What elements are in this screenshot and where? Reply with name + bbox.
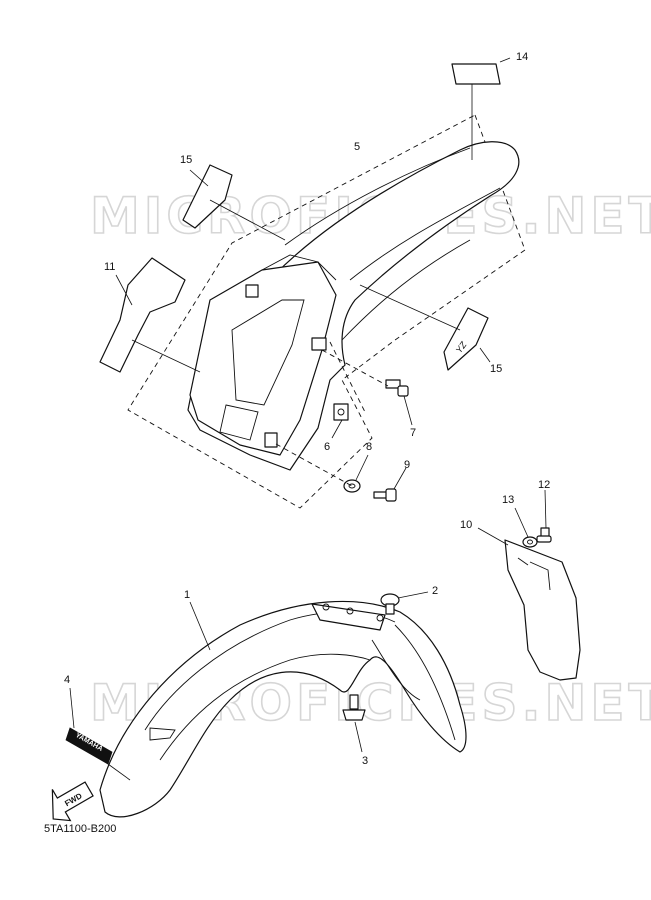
fender-inner-line	[159, 653, 371, 761]
callout-5: 5	[354, 141, 360, 153]
callout-7: 7	[410, 427, 416, 439]
fender-rear-edge	[394, 624, 456, 741]
callout-2: 2	[432, 585, 438, 597]
bracket-hole-3	[376, 614, 384, 622]
callout-9: 9	[404, 459, 410, 471]
callout-4: 4	[64, 674, 70, 686]
decal-part-4: YAMAHA	[65, 727, 113, 765]
rear-fender-crest	[284, 147, 471, 246]
side-flap-part-11	[99, 257, 186, 373]
rear-fender-under-line	[341, 239, 471, 341]
leader-9	[393, 467, 407, 490]
leader-3	[354, 721, 363, 753]
emblem-part-15-right	[443, 307, 489, 371]
washer-part-8	[343, 479, 361, 493]
mud-flap-part-10	[504, 539, 581, 681]
leader-7	[403, 395, 413, 426]
nut-part-6	[333, 403, 349, 421]
front-fender-part-1	[99, 600, 467, 818]
side-panel-rib-2	[219, 404, 259, 441]
front-mount-tab	[245, 284, 259, 298]
leader-11-tag	[115, 274, 133, 306]
leader-13	[514, 507, 529, 538]
bolt-part-9	[373, 488, 397, 502]
callout-12: 12	[538, 479, 550, 491]
bolt-part-7	[385, 379, 409, 397]
side-panel-top-rim	[261, 254, 337, 281]
leader-12	[544, 489, 547, 529]
bracket-hole-2	[346, 607, 354, 615]
side-panel-rib-1	[231, 299, 305, 406]
leader-11	[131, 339, 201, 373]
side-panel	[189, 261, 337, 456]
fastener-guide-1	[329, 341, 366, 413]
leader-6	[331, 419, 343, 439]
callout-6: 6	[324, 441, 330, 453]
callout-3: 3	[362, 755, 368, 767]
fastener-guide-3	[275, 443, 353, 487]
assembly-boundary	[127, 114, 526, 509]
leader-15-right-tag	[479, 347, 491, 363]
leader-8	[355, 454, 369, 481]
fastener-guide-2	[321, 349, 389, 387]
callout-11: 11	[104, 261, 115, 273]
fender-decal-area	[149, 727, 176, 741]
callout-8: 8	[366, 441, 372, 453]
bracket-hole-1	[322, 603, 330, 611]
callout-13: 13	[502, 494, 514, 506]
leader-2	[397, 591, 429, 599]
bolt-part-3	[342, 694, 366, 721]
callout-10: 10	[460, 519, 472, 531]
callout-15-right: 15	[490, 363, 502, 375]
callout-1: 1	[184, 589, 190, 601]
callout-14: 14	[516, 51, 528, 63]
bolt-part-12	[536, 527, 552, 543]
leader-4	[69, 687, 75, 729]
washer-part-13	[522, 536, 538, 548]
rear-fender-side-line	[349, 187, 501, 281]
fender-rear-inner	[371, 639, 421, 701]
leader-1	[189, 601, 211, 651]
leader-4-to-fender	[107, 763, 131, 781]
bolt-part-2	[380, 593, 400, 615]
fwd-arrow-icon: FWD	[51, 781, 94, 822]
label-part-14	[451, 63, 501, 85]
diagram-code: 5TA1100-B200	[44, 823, 116, 835]
rear-fender-assembly	[127, 114, 526, 509]
upper-mount-tab	[311, 337, 327, 351]
leader-14-tag	[499, 57, 511, 63]
leader-10	[477, 527, 509, 546]
emblem-part-15-left	[182, 164, 233, 229]
leader-15-left-tag	[189, 169, 209, 187]
lower-mount-tab	[264, 432, 278, 448]
callout-15-left: 15	[180, 154, 192, 166]
leader-15-left	[209, 199, 286, 241]
leader-15-right	[359, 284, 461, 331]
fender-bracket	[311, 603, 386, 631]
